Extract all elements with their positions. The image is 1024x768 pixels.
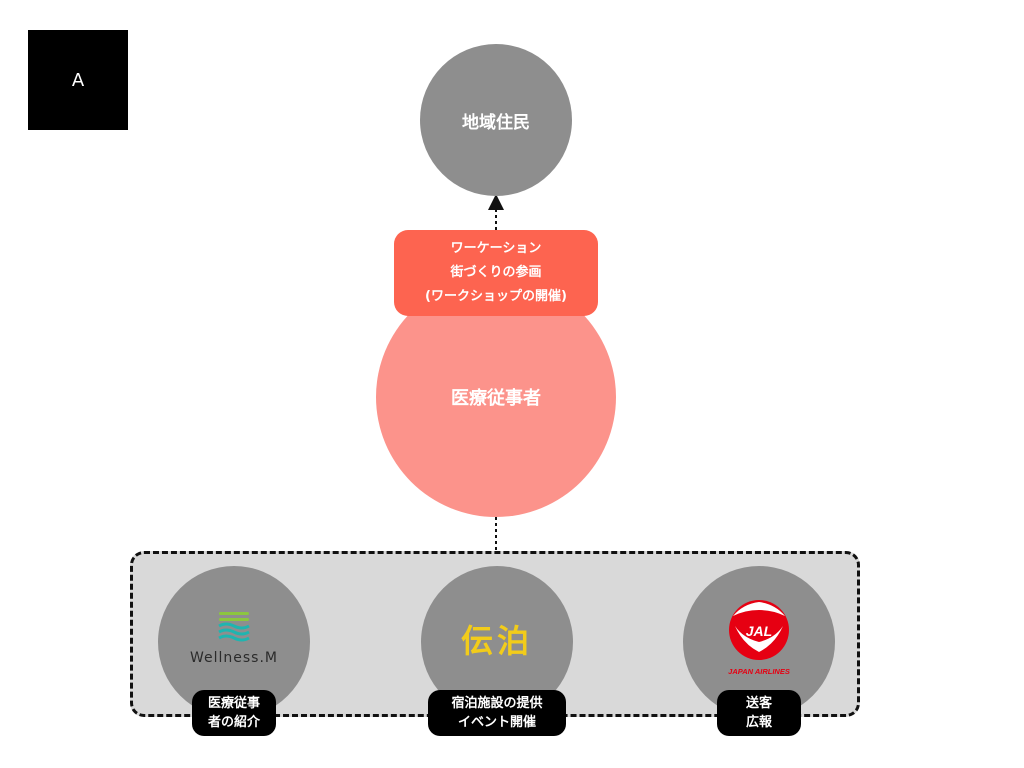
action-box: ワーケーション 街づくりの参画 (ワークショップの開催) — [394, 230, 598, 316]
action-line-2: 街づくりの参画 — [450, 265, 542, 280]
jal-logo-subtext: JAPAN AIRLINES — [728, 667, 790, 676]
healthcare-workers-node: 医療従事者 — [376, 277, 616, 517]
residents-label: 地域住民 — [462, 112, 530, 133]
partner-jal-tag: 送客 広報 — [717, 690, 801, 736]
action-line-3: (ワークショップの開催) — [425, 289, 567, 304]
wellness-logo: Wellness.M — [158, 610, 310, 666]
wellness-tag-line-2: 者の紹介 — [207, 715, 260, 730]
partner-wellness-tag: 医療従事 者の紹介 — [192, 690, 276, 736]
jal-tag-line-1: 送客 — [745, 696, 772, 711]
healthcare-workers-label: 医療従事者 — [451, 388, 541, 409]
denpaku-logo-text: 伝泊 — [460, 622, 533, 660]
wellness-waves-icon — [218, 612, 250, 642]
corner-label: A — [28, 30, 128, 130]
action-line-1: ワーケーション — [450, 241, 542, 256]
residents-node: 地域住民 — [420, 44, 572, 196]
jal-tag-line-2: 広報 — [745, 715, 772, 730]
jal-crane-logo: JAL JAPAN AIRLINES — [728, 600, 790, 676]
partner-denpaku-tag: 宿泊施設の提供 イベント開催 — [428, 690, 566, 736]
wellness-tag-line-1: 医療従事 — [207, 696, 260, 711]
denpaku-tag-line-2: イベント開催 — [457, 715, 536, 730]
wellness-logo-text: Wellness.M — [189, 650, 279, 666]
jal-logo-text: JAL — [746, 623, 772, 639]
denpaku-tag-line-1: 宿泊施設の提供 — [451, 696, 543, 711]
